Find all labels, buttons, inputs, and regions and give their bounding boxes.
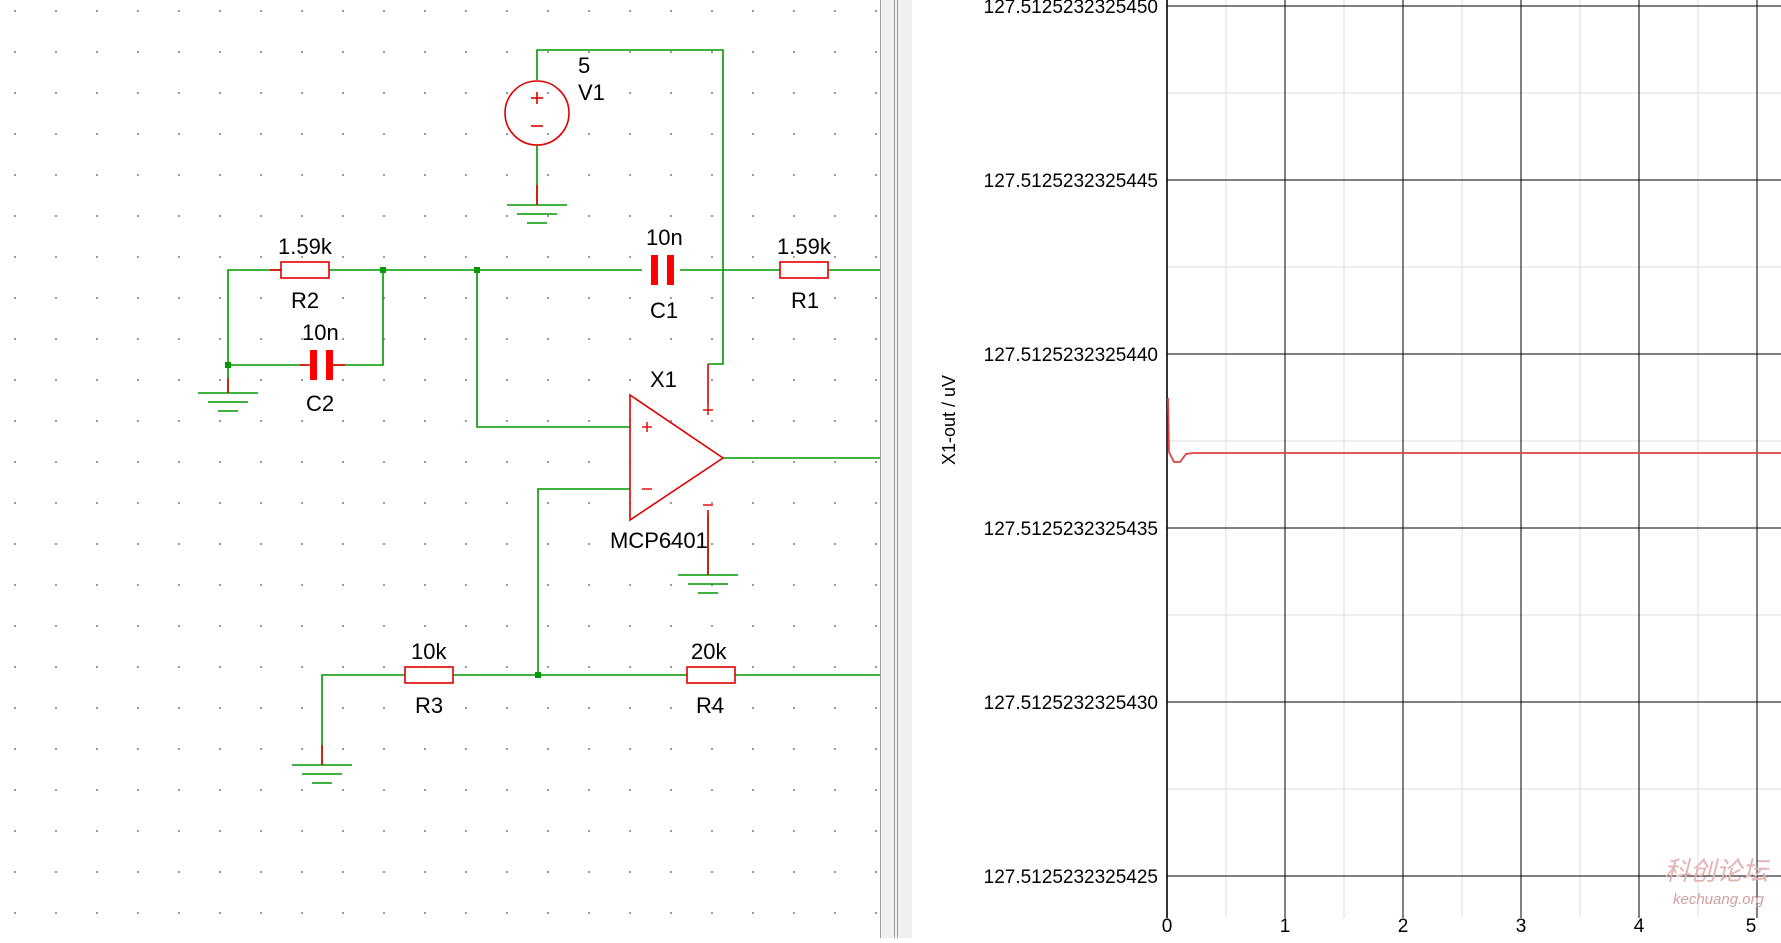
r4-value: 20k — [691, 639, 727, 664]
y-tick-label: 127.5125232325425 — [984, 867, 1158, 888]
watermark-subtext: kechuang.org — [1673, 891, 1765, 908]
x1-model: MCP6401 — [610, 528, 708, 553]
y-tick-label: 127.5125232325445 — [984, 171, 1158, 192]
capacitor-c2[interactable]: 10n C2 — [300, 320, 345, 416]
capacitor-c1-plate-right-icon — [667, 255, 674, 285]
plot-grid-major — [1166, 0, 1781, 918]
plot-canvas[interactable]: 127.5125232325450 127.5125232325445 127.51… — [912, 0, 1781, 938]
r1-value: 1.59k — [777, 234, 832, 259]
x-tick-label: 1 — [1280, 916, 1291, 937]
r3-value: 10k — [411, 639, 447, 664]
watermark: 科创论坛 kechuang.org — [1664, 856, 1771, 908]
x-tick-label: 5 — [1746, 916, 1757, 937]
resistor-r1-icon — [779, 261, 829, 279]
y-tick-labels: 127.5125232325450 127.5125232325445 127.51… — [984, 0, 1158, 888]
v1-value: 5 — [578, 53, 590, 78]
plot-grid-minor — [1167, 0, 1781, 918]
resistor-r4-icon — [686, 666, 736, 684]
resistor-r2[interactable]: 1.59k R2 — [270, 234, 333, 313]
voltage-source-v1[interactable]: 5 V1 — [504, 53, 605, 146]
resistor-r1[interactable]: 1.59k R1 — [777, 234, 832, 313]
capacitor-c1[interactable]: 10n C1 — [646, 225, 683, 323]
y-axis-label: X1-out / uV — [939, 375, 959, 465]
trace-x1-out[interactable] — [1167, 397, 1781, 463]
x1-ref: X1 — [650, 367, 677, 392]
r3-ref: R3 — [415, 693, 443, 718]
x-tick-label: 0 — [1162, 916, 1173, 937]
source-circle-icon — [504, 80, 570, 146]
y-tick-label: 127.5125232325435 — [984, 519, 1158, 540]
panel-splitter[interactable] — [880, 0, 912, 938]
opamp-x1[interactable]: X1 MCP6401 — [610, 364, 725, 555]
v1-ref: V1 — [578, 80, 605, 105]
x-tick-labels: 0 1 2 3 4 5 — [1162, 916, 1757, 937]
y-tick-label: 127.5125232325430 — [984, 693, 1158, 714]
schematic-editor[interactable]: 5 V1 1.59k R2 10n C2 10n C1 — [0, 0, 880, 938]
capacitor-c2-plate-right-icon — [326, 350, 333, 380]
r2-ref: R2 — [291, 288, 319, 313]
resistor-r3-icon — [404, 666, 454, 684]
x-tick-label: 3 — [1516, 916, 1527, 937]
capacitor-c1-plate-left-icon — [651, 255, 658, 285]
r1-ref: R1 — [791, 288, 819, 313]
resistor-r2-icon — [280, 261, 330, 279]
c1-value: 10n — [646, 225, 683, 250]
schematic-canvas[interactable]: 5 V1 1.59k R2 10n C2 10n C1 — [0, 0, 880, 938]
x-tick-label: 4 — [1634, 916, 1645, 937]
y-tick-label: 127.5125232325440 — [984, 345, 1158, 366]
y-tick-label: 127.5125232325450 — [984, 0, 1158, 18]
opamp-triangle-icon — [629, 393, 725, 522]
waveform-viewer[interactable]: 127.5125232325450 127.5125232325445 127.51… — [912, 0, 1781, 938]
resistor-r4[interactable]: 20k R4 — [686, 639, 736, 718]
capacitor-c2-plate-left-icon — [310, 350, 317, 380]
c2-ref: C2 — [306, 391, 334, 416]
c1-ref: C1 — [650, 298, 678, 323]
junctions — [225, 267, 541, 678]
x-tick-label: 2 — [1398, 916, 1409, 937]
c2-value: 10n — [302, 320, 339, 345]
resistor-r3[interactable]: 10k R3 — [404, 639, 454, 718]
grid-dots — [0, 0, 880, 938]
watermark-text: 科创论坛 — [1664, 856, 1771, 886]
r4-ref: R4 — [696, 693, 724, 718]
r2-value: 1.59k — [278, 234, 333, 259]
